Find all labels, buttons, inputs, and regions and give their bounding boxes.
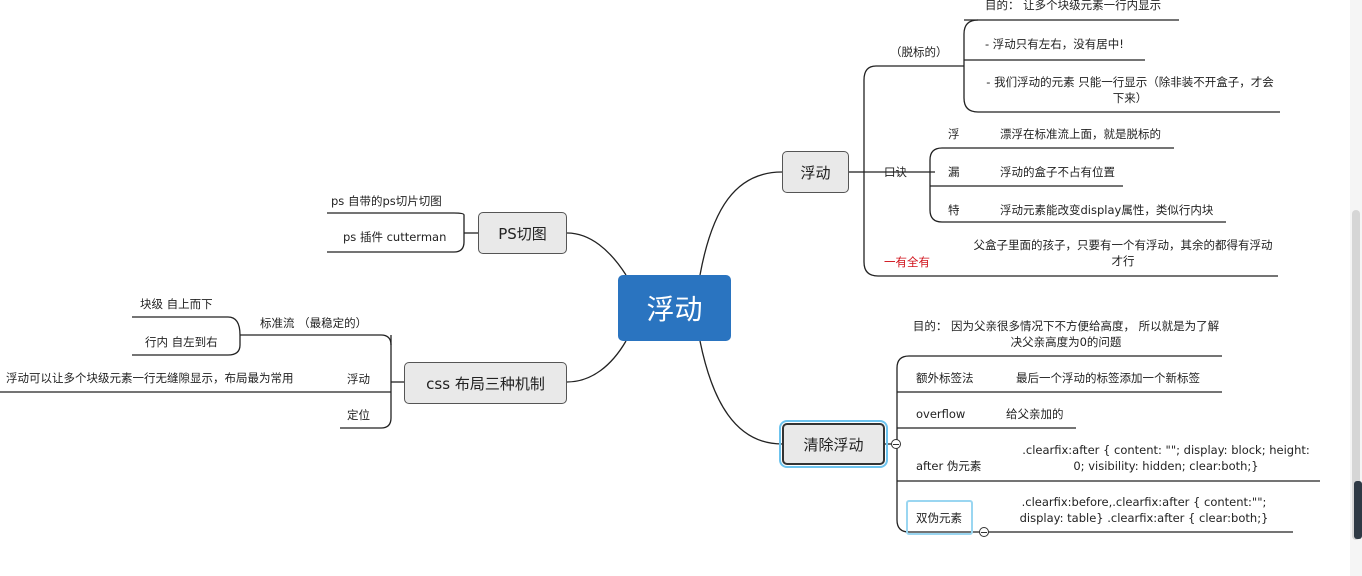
clear-method-extra-tag[interactable]: 额外标签法	[916, 371, 974, 385]
mnemonic-key-special: 特	[948, 203, 960, 217]
side-panel-handle[interactable]	[1354, 481, 1362, 539]
float-all-or-none[interactable]: 一有全有	[884, 255, 930, 269]
collapse-clear-float-button[interactable]	[891, 439, 901, 449]
clear-method-after-code[interactable]: .clearfix:after { content: ""; display: …	[1022, 443, 1310, 473]
clear-method-double-pseudo[interactable]: 双伪元素	[916, 511, 962, 525]
clear-method-overflow-desc[interactable]: 给父亲加的	[1006, 407, 1064, 421]
topic-ps-slicing[interactable]: PS切图	[478, 212, 567, 254]
root-topic[interactable]: 浮动	[618, 275, 731, 341]
css-float-note[interactable]: 浮动可以让多个块级元素一行无缝隙显示，布局最为常用	[6, 371, 294, 385]
mnemonic-key-float: 浮	[948, 127, 960, 141]
float-one-line[interactable]: - 我们浮动的元素 只能一行显示（除非装不开盒子，才会下来）	[986, 75, 1274, 105]
mnemonic-value-leak[interactable]: 浮动的盒子不占有位置	[1000, 165, 1115, 179]
topic-clear-float[interactable]: 清除浮动	[779, 420, 888, 468]
css-standard-flow[interactable]: 标准流 （最稳定的）	[260, 316, 368, 330]
css-float[interactable]: 浮动	[347, 372, 370, 386]
float-mnemonic[interactable]: 口诀	[884, 165, 907, 179]
collapse-double-pseudo-button[interactable]	[979, 527, 989, 537]
float-no-center[interactable]: - 浮动只有左右，没有居中!	[985, 37, 1124, 51]
clear-method-after[interactable]: after 伪元素	[916, 459, 982, 473]
clear-purpose[interactable]: 目的： 因为父亲很多情况下不方便给高度， 所以就是为了解决父亲高度为0的问题	[912, 319, 1220, 349]
standard-inline-item[interactable]: 行内 自左到右	[145, 335, 218, 349]
float-purpose[interactable]: 目的： 让多个块级元素一行内显示	[985, 0, 1162, 12]
topic-css-layout[interactable]: css 布局三种机制	[404, 362, 567, 404]
float-detached[interactable]: （脱标的）	[890, 45, 948, 59]
clear-method-overflow[interactable]: overflow	[916, 407, 966, 421]
clear-method-extra-tag-desc[interactable]: 最后一个浮动的标签添加一个新标签	[1016, 371, 1200, 385]
vertical-scrollbar-thumb[interactable]	[1352, 210, 1360, 540]
clear-method-double-pseudo-code[interactable]: .clearfix:before,.clearfix:after { conte…	[1019, 495, 1269, 525]
selected-node-highlight	[906, 500, 973, 535]
mnemonic-key-leak: 漏	[948, 165, 960, 179]
standard-block-item[interactable]: 块级 自上而下	[140, 297, 213, 311]
float-all-or-none-note[interactable]: 父盒子里面的孩子，只要有一个有浮动，其余的都得有浮动才行	[973, 238, 1273, 268]
css-position[interactable]: 定位	[347, 408, 370, 422]
mnemonic-value-float[interactable]: 漂浮在标准流上面，就是脱标的	[1000, 127, 1161, 141]
ps-item-cutterman[interactable]: ps 插件 cutterman	[343, 230, 447, 244]
topic-float[interactable]: 浮动	[782, 151, 849, 193]
mnemonic-value-special[interactable]: 浮动元素能改变display属性，类似行内块	[1000, 203, 1214, 217]
ps-item-builtin[interactable]: ps 自带的ps切片切图	[331, 194, 442, 208]
